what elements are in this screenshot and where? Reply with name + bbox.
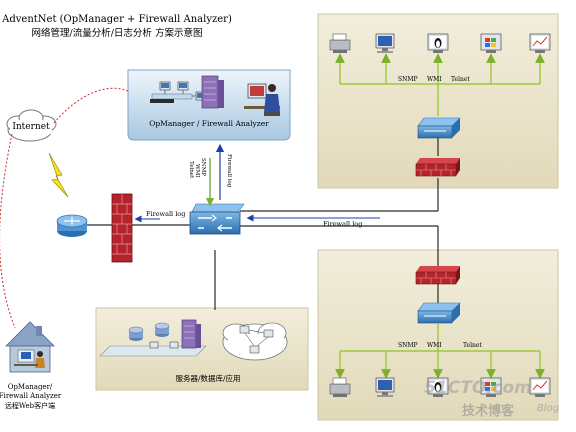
bottom-wmi-label: WMI <box>427 342 442 349</box>
internet-cloud: Internet <box>6 109 57 142</box>
top-windows-server-icon <box>480 33 502 53</box>
bottom-firewall-icon <box>415 266 460 285</box>
server-zone-label: 服务器/数据库/应用 <box>175 373 240 383</box>
router-icon <box>56 214 88 237</box>
remote-client-label-3: 远程Web客户端 <box>5 401 55 410</box>
bottom-switch-icon <box>417 302 461 324</box>
remote-access-link <box>0 133 16 329</box>
server-zone-equipment <box>99 319 207 357</box>
top-linux-server-icon <box>427 33 449 53</box>
edge-firewall-icon <box>111 193 133 263</box>
diagram-title: AdventNet (OpManager + Firewall Analyzer… <box>1 14 232 25</box>
top-firewall-icon <box>415 158 460 177</box>
top-switch-icon <box>417 117 461 139</box>
top-site-links <box>335 53 545 116</box>
bottom-snmp-label: SNMP <box>398 342 418 349</box>
watermark-blog-cn: 技术博客 <box>462 403 515 419</box>
application-cloud <box>222 322 288 361</box>
svg-text:WMI: WMI <box>194 164 200 177</box>
diagram-subtitle: 网络管理/流量分析/日志分析 方案示意图 <box>32 27 203 39</box>
management-protocols-rotated: SNMP WMI Telnet <box>188 158 206 179</box>
svg-text:Firewall log: Firewall log <box>226 154 232 188</box>
top-printer-icon <box>329 33 351 53</box>
bottom-printer-icon <box>329 377 351 397</box>
bottom-site-links <box>335 323 545 379</box>
top-snmp-label: SNMP <box>398 76 418 83</box>
internet-label: Internet <box>12 122 50 132</box>
bottom-monitor-chart-icon <box>529 377 551 397</box>
watermark-blog: Blog <box>537 403 559 414</box>
lightning-icon <box>48 152 69 198</box>
svg-text:SNMP: SNMP <box>200 158 206 176</box>
firewall-log-label-left: Firewall log <box>146 210 185 218</box>
bottom-workstation-icon <box>375 377 395 397</box>
remote-client-house-icon <box>5 321 55 373</box>
firewall-log-rotated: Firewall log <box>226 154 232 188</box>
backbone-links <box>85 138 439 310</box>
watermark: 51CTO.com 技术博客 Blog <box>424 378 559 419</box>
central-server-label: OpManager / Firewall Analyzer <box>149 119 269 128</box>
watermark-site: 51CTO.com <box>424 378 532 398</box>
top-workstation-icon <box>375 33 395 53</box>
top-wmi-label: WMI <box>427 76 442 83</box>
bottom-linux-server-icon <box>427 377 449 397</box>
bottom-telnet-label: Telnet <box>463 342 482 349</box>
remote-client-label-1: OpManager/ <box>8 383 53 391</box>
bottom-windows-server-icon <box>480 377 502 397</box>
svg-text:Telnet: Telnet <box>188 161 194 179</box>
central-server-equipment <box>150 75 280 116</box>
remote-client-label-2: Firewall Analyzer <box>0 392 62 400</box>
firewall-log-label-right: Firewall log <box>323 220 362 228</box>
top-telnet-label: Telnet <box>451 76 470 83</box>
core-switch-icon <box>189 203 245 235</box>
internet-server-link <box>53 87 131 124</box>
top-monitor-chart-icon <box>529 33 551 53</box>
